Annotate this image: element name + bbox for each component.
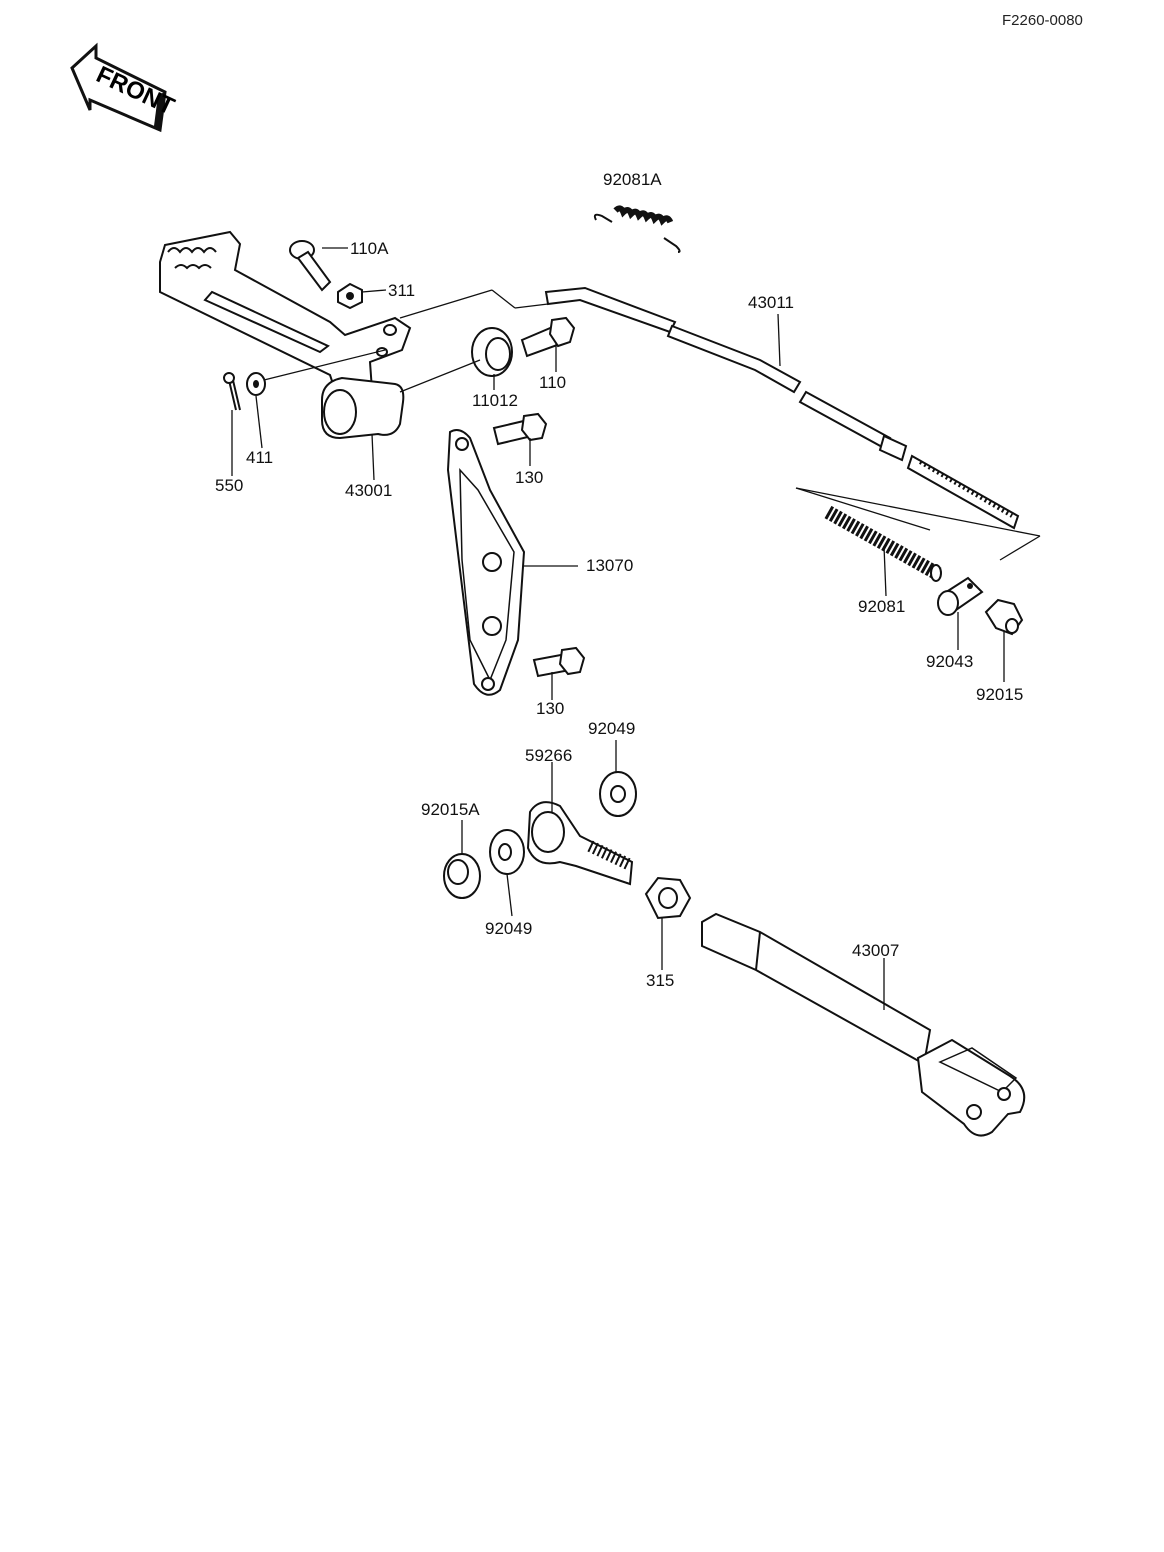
nut-311 xyxy=(337,282,363,310)
callout-550: 550 xyxy=(215,476,244,495)
callout-43007: 43007 xyxy=(852,941,900,960)
washer-92049-lower xyxy=(489,829,525,875)
nut-315 xyxy=(644,876,692,920)
rod-end-59266 xyxy=(526,801,634,886)
callout-92081: 92081 xyxy=(858,597,906,616)
callout-11012: 11012 xyxy=(472,391,519,410)
bolt-110 xyxy=(520,316,576,358)
bolt-110a xyxy=(289,240,332,292)
collar-nut-92015a xyxy=(443,853,481,899)
callout-92049-upper: 92049 xyxy=(588,719,636,738)
callout-92043: 92043 xyxy=(926,652,974,671)
cotter-pin-550 xyxy=(223,372,241,411)
leader-lines xyxy=(231,247,1041,1010)
pin-92043 xyxy=(937,576,984,616)
washer-411 xyxy=(246,372,266,396)
callout-92015a: 92015A xyxy=(421,800,480,819)
callout-43011: 43011 xyxy=(748,293,795,312)
callout-92049-lower: 92049 xyxy=(485,919,533,938)
brake-pedal xyxy=(159,230,412,440)
brake-rod-43011 xyxy=(544,286,1020,530)
nut-92015 xyxy=(984,598,1024,636)
callout-130-lower: 130 xyxy=(536,699,565,718)
callout-411: 411 xyxy=(246,448,274,467)
front-arrow-icon: FRONT xyxy=(70,42,179,133)
callout-13070: 13070 xyxy=(586,556,634,575)
drawing-code: F2260-0080 xyxy=(1002,12,1083,29)
callout-92081a: 92081A xyxy=(603,170,662,189)
callout-315: 315 xyxy=(646,971,675,990)
callout-311: 311 xyxy=(388,281,416,300)
spring-92081 xyxy=(824,505,942,582)
pedal-plate-13070 xyxy=(446,429,526,696)
callout-110: 110 xyxy=(539,373,567,392)
callout-43001: 43001 xyxy=(345,481,393,500)
bolt-130-lower xyxy=(532,646,586,678)
callout-110a: 110A xyxy=(350,239,389,258)
callout-130-upper: 130 xyxy=(515,468,544,487)
bolt-130-upper xyxy=(492,412,548,446)
brake-rod-43007 xyxy=(701,912,1026,1137)
washer-92049-upper xyxy=(599,771,637,817)
spring-92081a xyxy=(593,205,681,253)
bushing-11012 xyxy=(471,327,513,377)
callout-92015: 92015 xyxy=(976,685,1024,704)
callout-59266: 59266 xyxy=(525,746,573,765)
